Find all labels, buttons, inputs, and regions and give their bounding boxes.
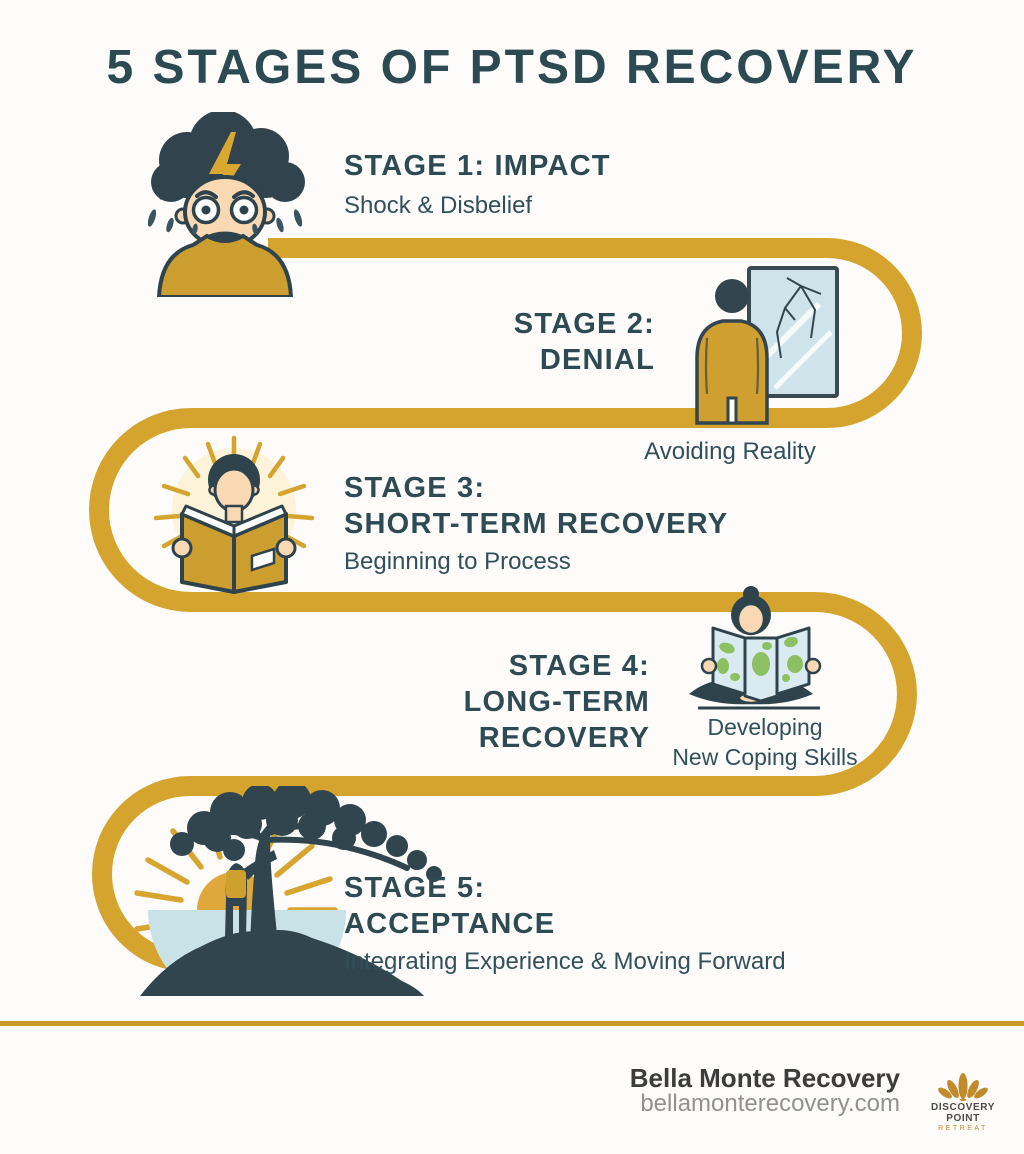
stage-3-subtitle: Beginning to Process xyxy=(344,548,571,575)
stage-5-heading: STAGE 5: ACCEPTANCE xyxy=(344,872,556,940)
lotus-icon xyxy=(938,1073,988,1101)
footer-logo-tagline: RETREAT xyxy=(938,1125,988,1132)
stage-1-heading: STAGE 1: IMPACT xyxy=(344,150,611,182)
stage-2-heading: STAGE 2: DENIAL xyxy=(513,308,655,376)
tree-sunrise-icon xyxy=(134,786,442,996)
footer-brand: Bella Monte Recovery xyxy=(629,1063,900,1093)
stage-1-subtitle: Shock & Disbelief xyxy=(344,192,533,219)
stage-3-heading: STAGE 3: SHORT-TERM RECOVERY xyxy=(344,472,729,540)
glowing-book-reader-icon xyxy=(153,435,315,594)
stage-2-subtitle: Avoiding Reality xyxy=(644,438,816,465)
footer-logo: DISCOVERY POINT RETREAT xyxy=(915,1072,1011,1132)
stage-4-heading: STAGE 4: LONG-TERM RECOVERY xyxy=(463,650,650,754)
footer-divider xyxy=(0,1021,1024,1026)
map-reader-icon xyxy=(689,586,822,710)
footer-website: bellamonterecovery.com xyxy=(640,1090,900,1117)
footer-logo-name: DISCOVERY POINT xyxy=(931,1102,995,1124)
page-title: 5 STAGES OF PTSD RECOVERY xyxy=(106,41,918,94)
storm-cloud-person-icon xyxy=(147,112,305,297)
stage-5-subtitle: Integrating Experience & Moving Forward xyxy=(344,948,786,975)
cracked-mirror-person-icon xyxy=(695,266,839,425)
stage-4-subtitle: Developing New Coping Skills xyxy=(672,714,858,770)
